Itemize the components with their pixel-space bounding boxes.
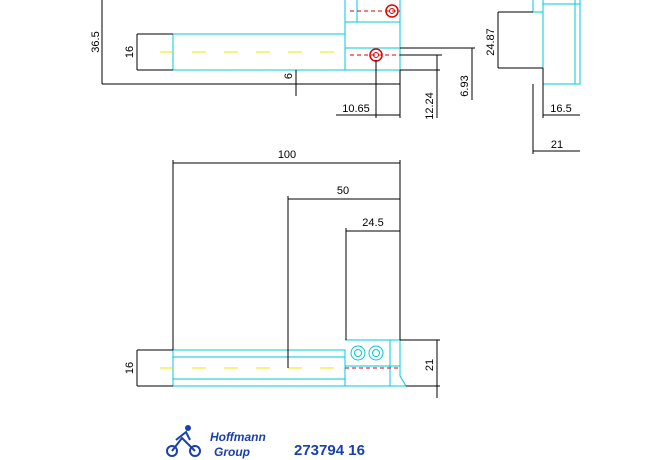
front-view-housing — [345, 339, 407, 387]
top-view-housing — [344, 0, 401, 71]
dim-21: 21 — [551, 139, 563, 151]
front-hole-1 — [350, 345, 366, 361]
dim-6-93: 6.93 — [459, 75, 471, 96]
dim-16-5: 16.5 — [550, 103, 571, 115]
dim-100: 100 — [278, 149, 296, 161]
logo-line2: Group — [214, 445, 250, 459]
part-number: 273794 16 — [294, 442, 365, 459]
side-view-body — [542, 0, 581, 85]
side-view — [532, 0, 581, 85]
dim-top-16: 16 — [124, 46, 136, 58]
dim-36-5: 36.5 — [90, 31, 102, 52]
front-view-dimensions — [136, 160, 440, 398]
dim-24-87: 24.87 — [485, 28, 497, 56]
dim-front-21: 21 — [424, 359, 436, 371]
dim-6: 6 — [283, 73, 295, 79]
dim-24-5: 24.5 — [362, 217, 383, 229]
side-view-dimensions — [497, 11, 580, 154]
dim-front-16: 16 — [124, 362, 136, 374]
front-hole-2 — [368, 345, 384, 361]
top-view-dimensions — [101, 0, 475, 118]
cyclist-icon — [166, 425, 201, 457]
front-view — [160, 339, 407, 387]
logo-line1: Hoffmann — [210, 430, 266, 444]
top-view — [160, 0, 401, 71]
dim-12-24: 12.24 — [424, 92, 436, 120]
hoffmann-logo: Hoffmann Group — [166, 425, 266, 459]
dim-10-65: 10.65 — [342, 103, 370, 115]
dim-50: 50 — [337, 185, 349, 197]
